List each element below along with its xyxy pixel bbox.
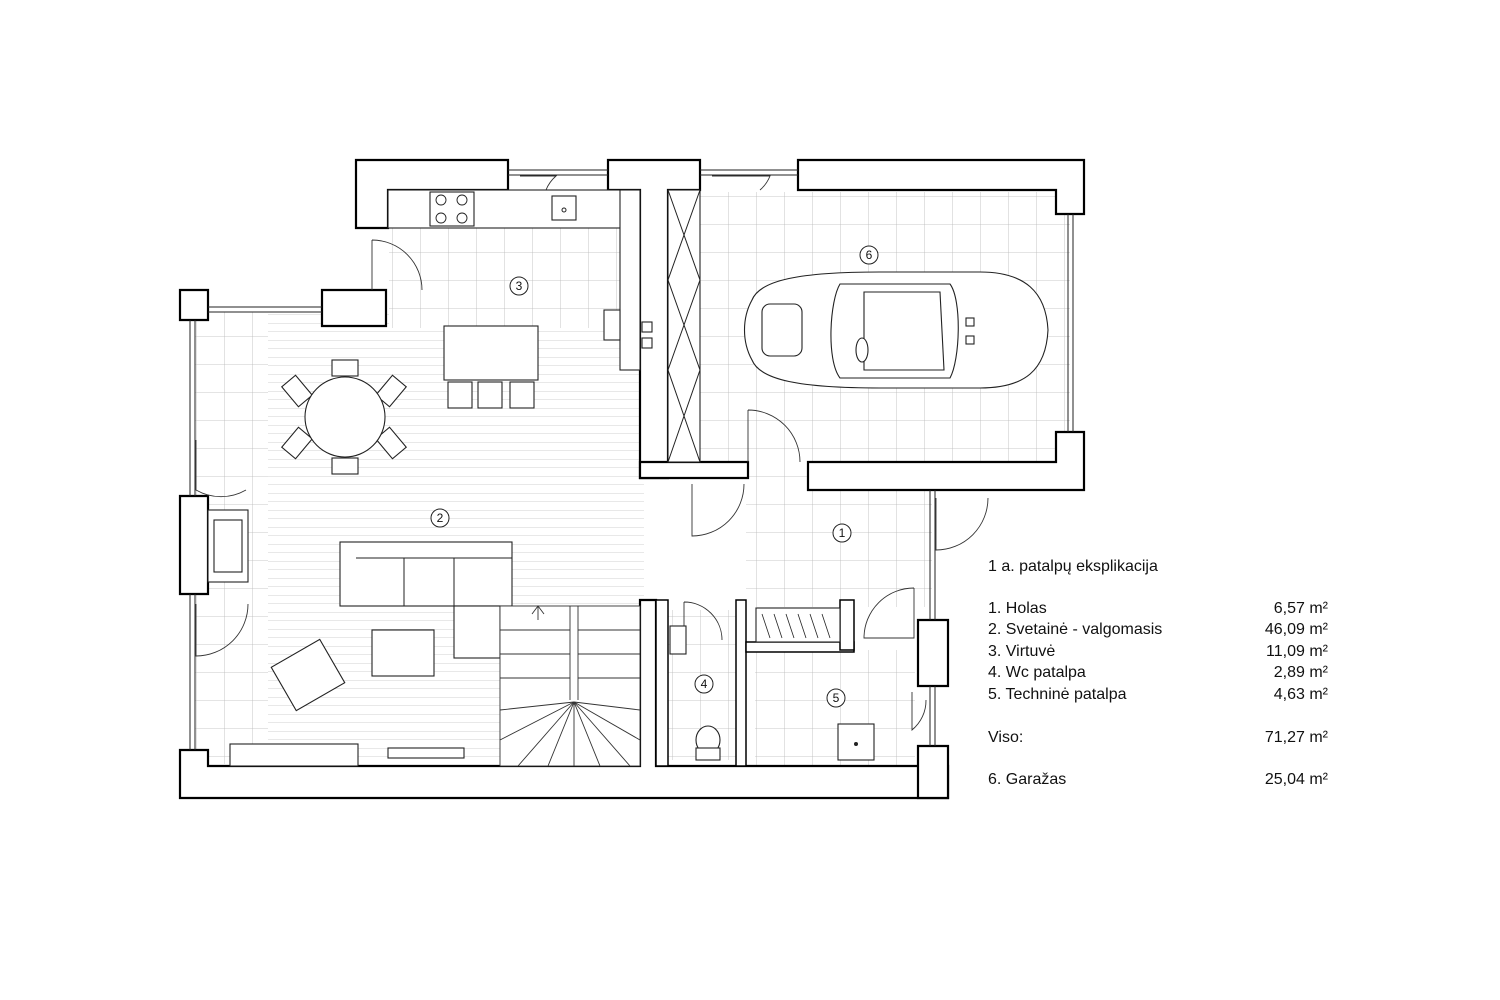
schedule-label: 1. Holas xyxy=(988,599,1047,617)
walls xyxy=(178,158,1086,800)
svg-text:2: 2 xyxy=(437,511,444,525)
fireplace xyxy=(207,509,249,583)
schedule-row: 2. Svetainė - valgomasis 46,09 m² xyxy=(988,619,1328,641)
room-marker-1: 1 xyxy=(832,523,852,543)
room-schedule: 1 a. patalpų eksplikacija 1. Holas 6,57 … xyxy=(988,556,1328,791)
schedule-value: 4,63 m² xyxy=(1273,685,1328,703)
schedule-garage-label: 6. Garažas xyxy=(988,771,1067,789)
svg-text:5: 5 xyxy=(833,691,840,705)
schedule-value: 2,89 m² xyxy=(1273,664,1328,682)
schedule-row: 5. Techninė patalpa 4,63 m² xyxy=(988,684,1328,706)
room-marker-6: 6 xyxy=(859,245,879,265)
room-marker-2: 2 xyxy=(430,508,450,528)
schedule-value: 46,09 m² xyxy=(1264,621,1328,639)
cooktop-icon xyxy=(435,194,468,224)
room-marker-5: 5 xyxy=(826,688,846,708)
svg-text:4: 4 xyxy=(701,677,708,691)
schedule-label: 4. Wc patalpa xyxy=(988,664,1086,682)
kitchen-units xyxy=(387,189,653,409)
svg-text:1: 1 xyxy=(839,526,846,540)
schedule-label: 3. Virtuvė xyxy=(988,642,1056,660)
living-furniture xyxy=(229,541,513,767)
dining-table xyxy=(280,359,408,475)
technical-room-fixtures xyxy=(755,607,875,761)
schedule-label: 5. Techninė patalpa xyxy=(988,685,1127,703)
room-marker-3: 3 xyxy=(509,276,529,296)
room-marker-4: 4 xyxy=(694,674,714,694)
car xyxy=(744,271,1049,389)
schedule-total-label: Viso: xyxy=(988,728,1024,746)
schedule-value: 6,57 m² xyxy=(1273,599,1328,617)
doors xyxy=(195,175,989,731)
staircase xyxy=(499,605,641,767)
svg-text:3: 3 xyxy=(516,279,523,293)
schedule-row: 3. Virtuvė 11,09 m² xyxy=(988,641,1328,663)
schedule-title: 1 a. patalpų eksplikacija xyxy=(988,558,1158,575)
schedule-total-value: 71,27 m² xyxy=(1264,728,1328,746)
svg-text:6: 6 xyxy=(866,248,873,262)
windows xyxy=(189,169,1074,750)
schedule-garage-value: 25,04 m² xyxy=(1264,771,1328,789)
schedule-label: 2. Svetainė - valgomasis xyxy=(988,621,1163,639)
schedule-row: 1. Holas 6,57 m² xyxy=(988,598,1328,620)
sink-icon xyxy=(551,195,577,221)
schedule-garage-row: 6. Garažas 25,04 m² xyxy=(988,769,1328,791)
schedule-value: 11,09 m² xyxy=(1266,642,1328,660)
schedule-total-row: Viso: 71,27 m² xyxy=(988,727,1328,749)
wc-fixtures xyxy=(669,625,721,761)
schedule-row: 4. Wc patalpa 2,89 m² xyxy=(988,662,1328,684)
garage-door xyxy=(667,189,701,463)
